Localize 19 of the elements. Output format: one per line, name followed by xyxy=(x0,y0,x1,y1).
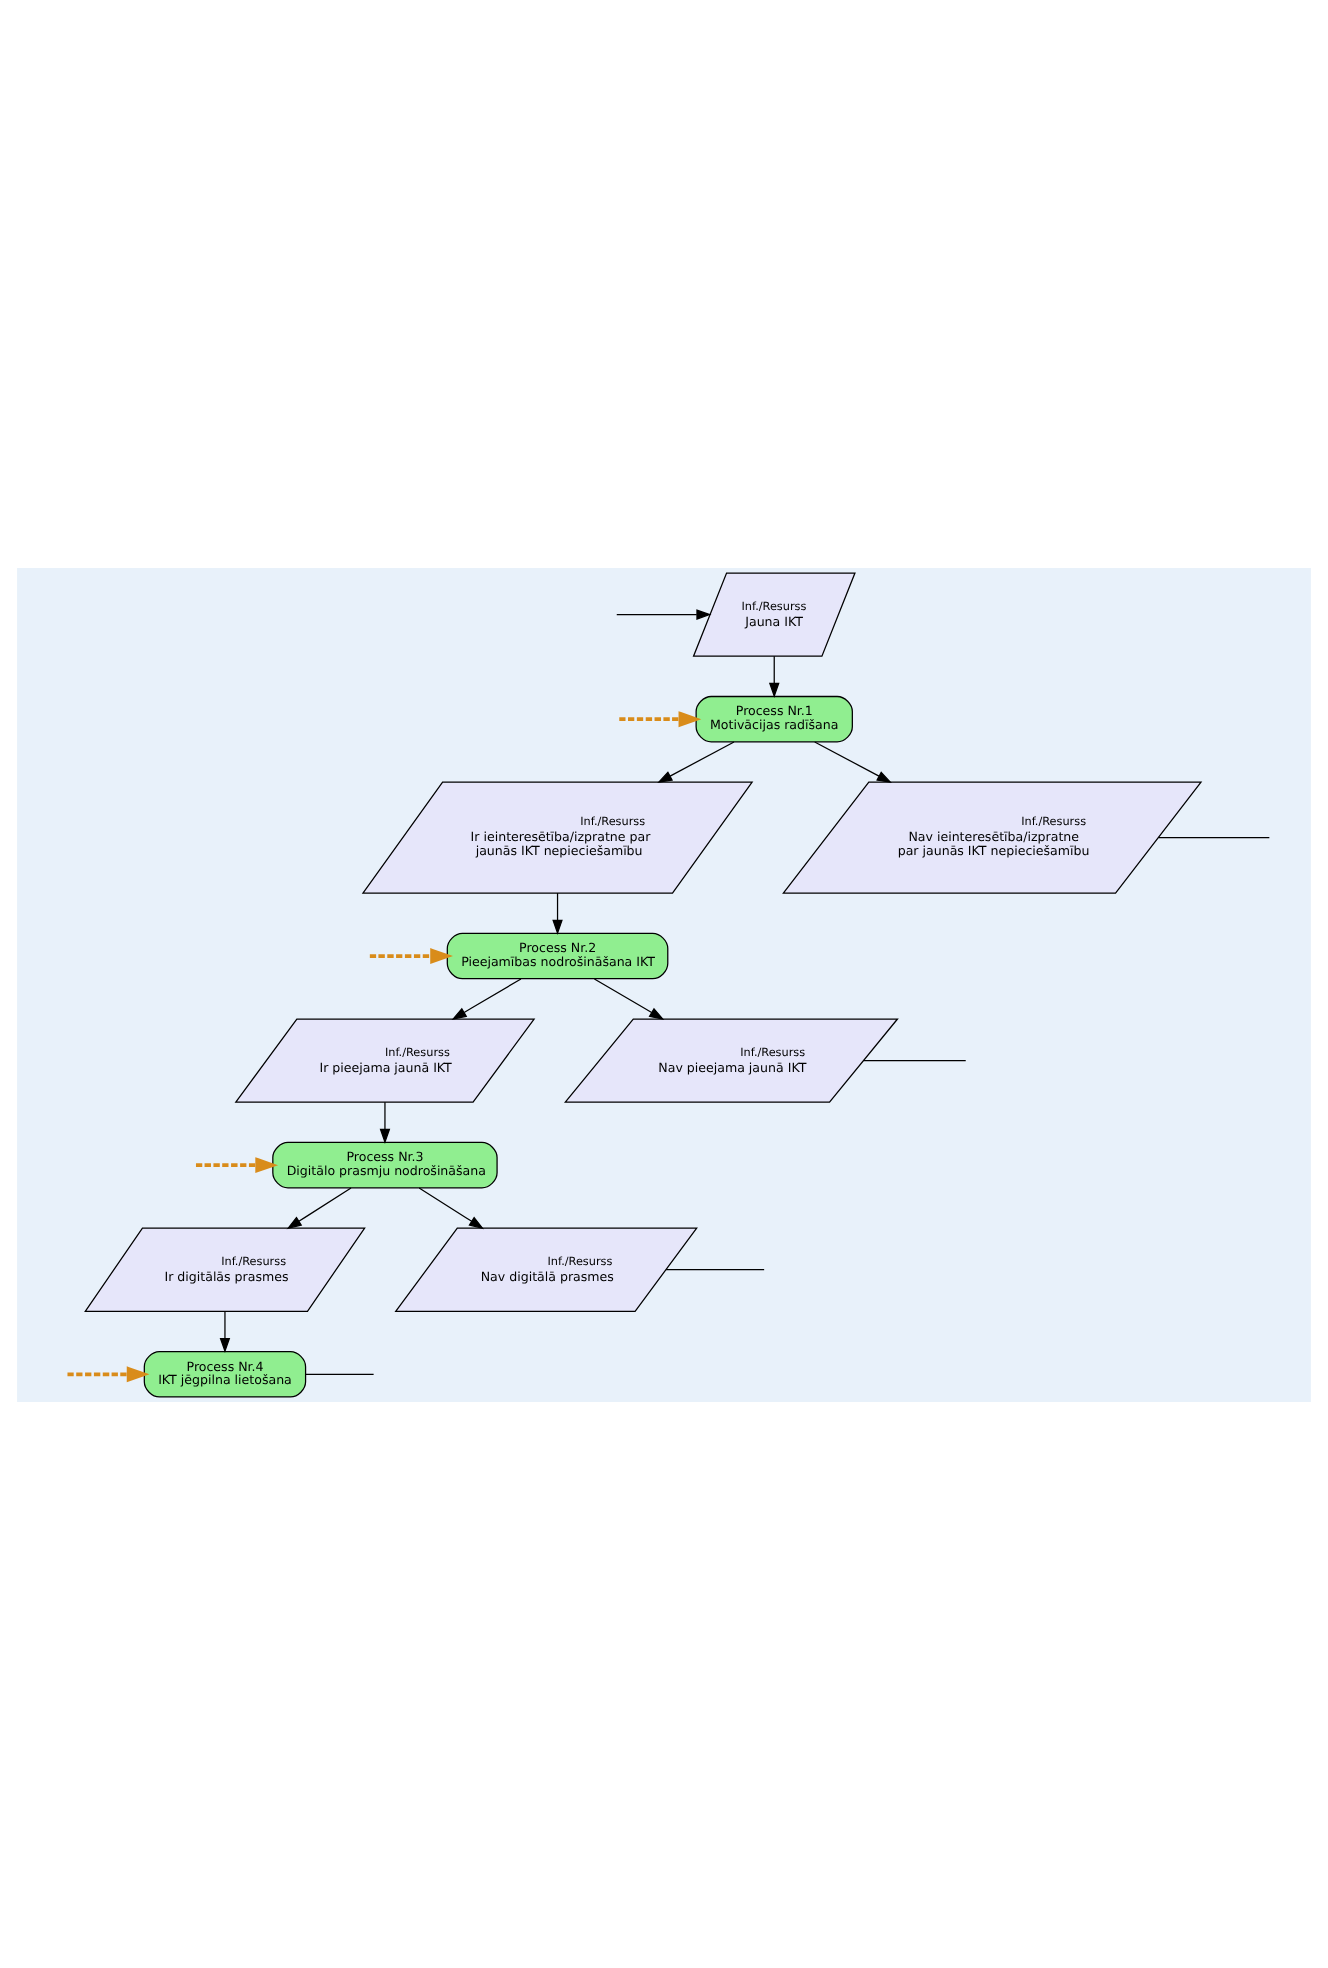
arrow xyxy=(552,891,563,934)
arrow xyxy=(451,977,522,1019)
arrow xyxy=(219,1309,231,1353)
arrow xyxy=(196,1156,279,1173)
connector xyxy=(305,1372,375,1374)
connector xyxy=(1158,835,1270,838)
arrow xyxy=(379,1100,391,1143)
arrow xyxy=(616,608,712,619)
arrow xyxy=(768,654,780,697)
arrow xyxy=(369,947,453,963)
arrow xyxy=(593,977,665,1019)
arrow xyxy=(286,1186,352,1229)
connector xyxy=(863,1058,967,1061)
arrow xyxy=(418,1186,485,1229)
connector xyxy=(665,1268,765,1270)
arrow xyxy=(657,740,735,783)
arrow xyxy=(814,740,892,783)
arrow xyxy=(619,710,702,727)
arrow xyxy=(67,1365,150,1382)
